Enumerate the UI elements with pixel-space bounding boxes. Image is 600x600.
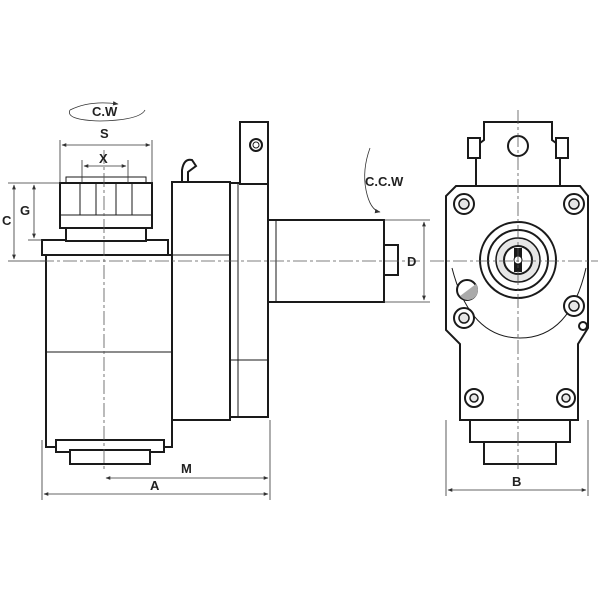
front-spindle (483, 441, 557, 465)
x-label: X (99, 151, 108, 166)
middle-housing (171, 181, 231, 421)
rear-flange (229, 182, 269, 418)
m-label: M (181, 461, 192, 476)
main-body (45, 254, 173, 448)
collet-base (65, 227, 147, 242)
mount-bracket (239, 121, 269, 185)
ccw-label: C.C.W (365, 174, 404, 189)
d-label: D (407, 254, 416, 269)
b-label: B (512, 474, 521, 489)
bolt-holes (453, 193, 588, 408)
a-label: A (150, 478, 160, 493)
s-label: S (100, 126, 109, 141)
collet-nut (59, 182, 153, 229)
c-label: C (2, 213, 12, 228)
side-view: C.W S X C G C.C.W D M A (2, 101, 430, 500)
g-label: G (20, 203, 30, 218)
drive-tang (383, 244, 399, 276)
bottom-spindle (69, 449, 151, 465)
front-view: B (430, 110, 598, 496)
top-flange (41, 239, 169, 256)
front-base (469, 419, 571, 443)
cw-label: C.W (92, 104, 118, 119)
